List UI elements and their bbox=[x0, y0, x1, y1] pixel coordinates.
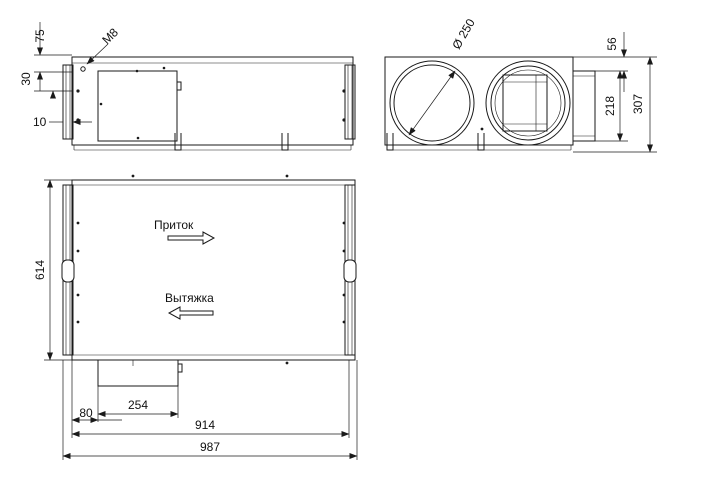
front-flange-right bbox=[344, 64, 356, 140]
dim-80: 80 bbox=[79, 406, 93, 420]
dim-218: 218 bbox=[603, 96, 617, 116]
exhaust-arrow bbox=[167, 306, 214, 320]
duct-right-inner bbox=[490, 65, 566, 141]
dim-307: 307 bbox=[631, 94, 645, 114]
duct-right-outer bbox=[485, 60, 571, 146]
bolt-m8 bbox=[80, 66, 86, 72]
plan-control-box bbox=[97, 359, 179, 387]
dim-56: 56 bbox=[605, 37, 619, 51]
dim-75: 75 bbox=[33, 29, 47, 43]
duct-left-inner bbox=[393, 64, 471, 142]
dim-10: 10 bbox=[33, 115, 47, 129]
front-body bbox=[71, 56, 354, 146]
plan-view: Приток Вытяжка bbox=[61, 174, 357, 387]
control-box bbox=[97, 70, 178, 142]
dim-d250: Ø 250 bbox=[449, 16, 478, 52]
front-flange-left bbox=[62, 64, 74, 140]
duct-left-outer bbox=[389, 60, 475, 146]
damper bbox=[502, 74, 548, 132]
handle-right bbox=[343, 259, 357, 283]
front-view bbox=[62, 56, 356, 151]
side-outlet bbox=[572, 70, 596, 142]
supply-label: Приток bbox=[154, 218, 194, 232]
dim-30: 30 bbox=[19, 72, 33, 86]
plan-dimensions: 614 254 80 914 987 bbox=[33, 179, 358, 460]
side-view bbox=[384, 56, 596, 151]
dim-614: 614 bbox=[33, 260, 47, 280]
mount-foot-1 bbox=[174, 133, 182, 151]
exhaust-label: Вытяжка bbox=[165, 291, 214, 305]
side-dimensions: Ø 250 56 218 307 bbox=[449, 16, 657, 153]
dim-m8: M8 bbox=[99, 25, 121, 47]
mount-foot-2 bbox=[281, 133, 289, 151]
dim-254: 254 bbox=[128, 398, 148, 412]
dim-914: 914 bbox=[195, 418, 215, 432]
dim-987: 987 bbox=[200, 440, 220, 454]
plan-body bbox=[71, 179, 356, 361]
supply-arrow bbox=[167, 231, 216, 245]
handle-left bbox=[61, 259, 75, 283]
